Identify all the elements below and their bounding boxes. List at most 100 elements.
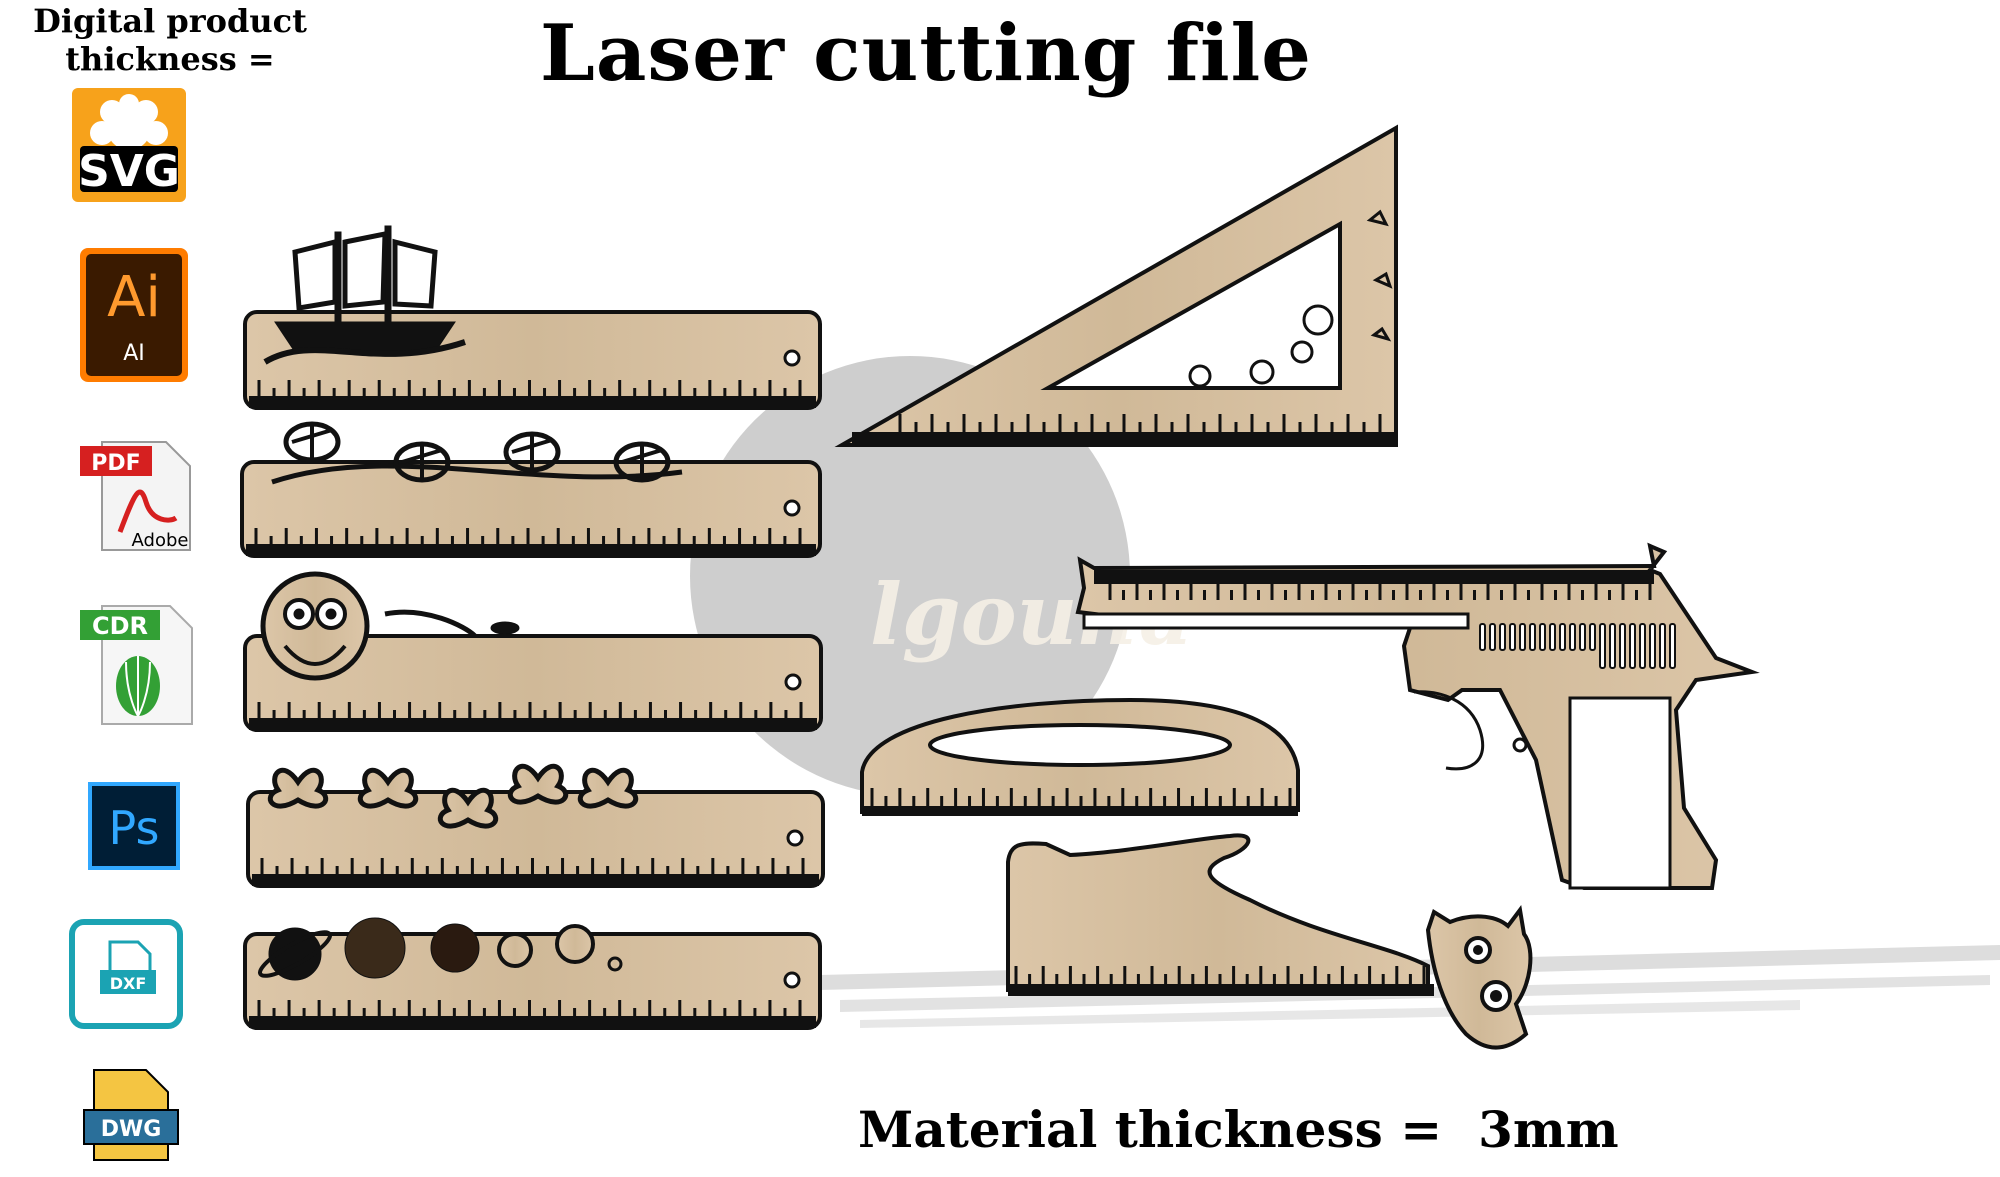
material-value: 3mm [1478,1100,1619,1159]
tick-mark [1282,414,1286,432]
tick-mark [1150,966,1154,984]
slide-slot [1649,623,1656,669]
digital-product-note: Digital product thickness = [30,2,310,78]
tick-mark [1042,422,1046,432]
tick-mark [272,388,276,398]
tick-mark [332,1008,336,1018]
tick-mark [558,1000,562,1018]
tick-mark [726,866,730,876]
tick-mark [1010,422,1014,432]
tick-mark [362,388,366,398]
tick-mark [1405,582,1409,600]
tick-mark [1090,414,1094,432]
tick-mark [678,380,682,398]
material-label: Material thickness = [858,1100,1443,1159]
tick-mark [692,536,696,546]
tick-mark [500,858,504,876]
tick-mark [662,536,666,546]
tick-mark [1311,590,1314,600]
tick-mark [1122,590,1125,600]
tick-mark [663,388,667,398]
tick-mark [1378,414,1382,432]
flowers-icon [271,421,683,485]
tick-mark [696,866,700,876]
tick-mark [287,1000,291,1018]
tick-mark [558,380,562,398]
tick-mark [546,866,550,876]
page-title: Laser cutting file [540,8,1312,99]
tick-mark [1191,974,1195,984]
tick-mark [466,528,470,546]
tick-mark [588,380,592,398]
tick-mark [1354,974,1358,984]
tick-mark [636,866,640,876]
tick-mark [679,702,683,720]
tick-mark [1621,582,1625,600]
tick-mark [1338,590,1341,600]
tick-mark [284,528,288,546]
tick-mark [1272,974,1276,984]
ruler-edge [249,718,817,730]
tick-mark [663,1008,667,1018]
slide-slot [1529,623,1536,651]
tick-mark [437,1000,441,1018]
tick-mark [1395,966,1399,984]
tick-mark [1314,414,1318,432]
ai-icon: Ai AI [80,248,188,382]
tick-mark [1327,974,1331,984]
tick-mark [1330,422,1334,432]
tick-mark [768,528,772,546]
tick-mark [513,710,517,720]
hang-hole [783,349,801,367]
tick-mark [482,1008,486,1018]
tick-mark [1362,422,1366,432]
tick-mark [440,858,444,876]
tick-mark [1162,582,1166,600]
tick-mark [543,388,547,398]
tick-mark [377,380,381,398]
tick-mark [1459,582,1463,600]
tick-mark [302,710,306,720]
tick-mark [1608,590,1611,600]
cdr-icon: CDR [80,605,193,725]
tick-mark [618,380,622,398]
tick-mark [407,380,411,398]
tick-mark [455,866,459,876]
tick-mark [317,1000,321,1018]
tick-mark [422,388,426,398]
tick-mark [314,528,318,546]
tick-mark [978,422,982,432]
tick-mark [1298,422,1302,432]
tick-mark [954,788,958,806]
tick-mark [362,1008,366,1018]
tick-mark [531,858,534,876]
tick-mark [1381,974,1385,984]
pistol-ruler [1075,542,1760,890]
tick-mark [302,388,306,398]
tick-mark [558,702,562,720]
tick-mark [392,1008,396,1018]
tick-mark [633,710,637,720]
tick-mark [1041,966,1045,984]
tick-mark [1121,788,1125,806]
tick-mark [1096,966,1100,984]
tick-mark [898,788,902,806]
tick-mark [452,1008,456,1018]
tick-mark [571,536,575,546]
tick-mark [347,380,351,398]
tick-mark [708,1000,712,1018]
tick-mark [425,866,429,876]
tick-mark [1164,974,1168,984]
tick-mark [1635,590,1638,600]
cdr-icon-label: CDR [92,612,148,640]
oval-ticks [870,788,1292,806]
tick-mark [1230,590,1233,600]
tick-mark [1177,966,1181,984]
tick-mark [884,796,888,806]
tick-mark [968,796,972,806]
slide-slot [1509,623,1516,651]
tick-mark [603,710,607,720]
tick-mark [1203,590,1206,600]
tick-mark [498,702,502,720]
tick-mark [1106,422,1110,432]
